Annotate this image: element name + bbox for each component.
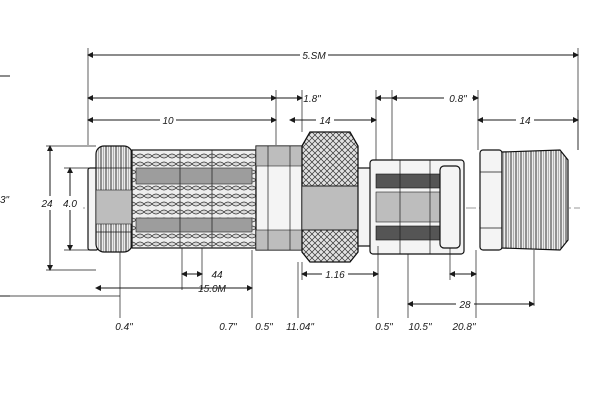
dim-collet-label: 1.16	[325, 270, 345, 281]
dim-gap-b-label: 0.8"	[449, 94, 467, 105]
dim-baseline-2: 0.7"	[219, 322, 237, 333]
dim-baseline-5: 0.5"	[375, 322, 393, 333]
dim-overall-label: 5.SM	[302, 51, 326, 62]
threaded-body	[131, 149, 257, 249]
dim-thread-pitch-label: 44	[211, 270, 223, 281]
dimension-labels: 5.SM 1.8" 0.8" 10 14 14 24 4.0 3" 44 15.…	[0, 48, 534, 333]
collet-sleeve	[357, 159, 465, 255]
right-cap	[479, 149, 569, 251]
dim-thread-length-label: 15.0M	[198, 284, 226, 295]
dim-baseline-4: 11.04"	[286, 322, 314, 333]
dim-edge-mark-label: 3"	[0, 195, 10, 206]
hex-shoulder	[255, 145, 303, 251]
dim-offset-label: 28	[458, 300, 471, 311]
dim-baseline-3: 0.5"	[255, 322, 273, 333]
dim-cap-label: 14	[519, 116, 531, 127]
dim-gap-a-label: 1.8"	[303, 94, 321, 105]
left-end-cap	[87, 145, 133, 253]
knurled-nut	[301, 131, 359, 263]
dim-baseline-7: 20.8"	[451, 322, 475, 333]
dim-baseline-1: 0.4"	[115, 322, 133, 333]
dim-height-outer-label: 24	[40, 199, 53, 210]
dim-height-inner-label: 4.0	[63, 199, 77, 210]
dim-baseline-6: 10.5"	[408, 322, 431, 333]
dim-nut-label: 14	[319, 116, 331, 127]
dim-body-label: 10	[162, 116, 174, 127]
